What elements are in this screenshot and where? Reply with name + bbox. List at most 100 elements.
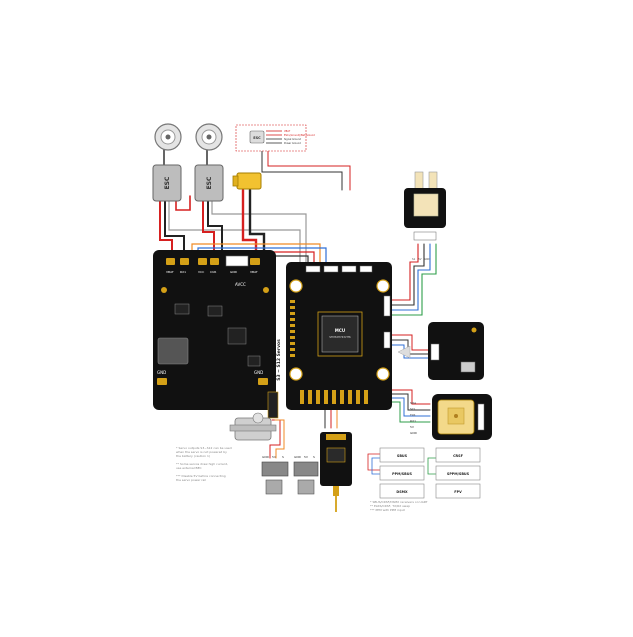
receiver-pin-label: 5V <box>272 455 277 459</box>
module-label: SPPM/SBUS <box>447 472 470 476</box>
fc-pin <box>316 390 320 404</box>
receiver-pin-label: GND <box>262 455 270 459</box>
power-board-pad-label-6: VBAT <box>250 270 258 274</box>
esc-right-body <box>194 164 224 202</box>
fc-hole <box>289 279 303 293</box>
wire-legend-text-1: VBAT <box>284 130 291 133</box>
note-line: the battery (caution 1) <box>176 454 211 458</box>
power-board-body <box>153 250 276 410</box>
wire-gps-black <box>391 393 431 411</box>
receiver-pin-label: S <box>282 455 284 459</box>
telemetry-board <box>428 322 484 380</box>
fc-hole <box>289 367 303 381</box>
wire-legend: ESC VBAT ESC-(Ground)/Bat-Ground Signal … <box>235 124 315 152</box>
power-board-chip <box>207 305 223 317</box>
note-line: use external BEC <box>176 466 202 470</box>
note-line: *** PPM with PPM input <box>370 508 405 512</box>
airspeed-sensor-chip <box>413 193 439 217</box>
gps-connector <box>477 403 485 431</box>
wire-airspeed-1 <box>391 243 419 301</box>
motor-right-hub <box>206 134 212 140</box>
wire-esc2-red <box>202 199 215 263</box>
fc-pad <box>290 318 295 321</box>
fc-mcu-part: STM32H743VIT6 <box>329 335 351 339</box>
power-board-chip <box>247 355 261 367</box>
servo-horn <box>252 412 264 424</box>
gps-pin-label: GND <box>410 431 418 435</box>
wire-esc1-black <box>164 199 185 263</box>
gps-pin-label: 5V <box>410 425 415 429</box>
receiver-connector-left <box>261 461 289 477</box>
telemetry-board-connector <box>430 343 440 361</box>
power-board-inductor <box>157 337 189 365</box>
gps-pin-label: SCL <box>410 407 416 411</box>
wire-loop-red <box>175 195 191 211</box>
power-board-gnd-right: GND <box>254 370 263 375</box>
wire-legend-black <box>261 145 343 191</box>
airspeed-tube <box>428 171 438 191</box>
gps-pin-label: SDA <box>410 401 417 405</box>
gps-module: SDA SCL TX1 RX1 5V GND <box>409 394 492 440</box>
wire-telem-1 <box>391 334 429 351</box>
note-line: * Servo outputs S3~S12 can be used <box>176 446 232 450</box>
pad <box>166 258 175 265</box>
fc-pin <box>324 390 328 404</box>
fc-pad <box>290 342 295 345</box>
esc-left-label: ESC <box>164 176 171 189</box>
pad <box>198 258 207 265</box>
receiver-module <box>320 432 352 512</box>
motor-left-hub <box>165 134 171 140</box>
module-box <box>379 483 425 499</box>
gps-pin-label: TX1 <box>409 413 416 417</box>
fc-connector <box>341 265 357 273</box>
module-label: FPV <box>454 490 462 494</box>
battery-connector <box>232 172 262 190</box>
note-line: ** ELRS/CRSF, TX/RX swap <box>370 504 410 508</box>
fc-left-pads <box>290 300 295 357</box>
motor-left <box>154 123 182 151</box>
airspeed-pin-label: 5V <box>418 257 422 261</box>
wire-gps-red <box>391 389 431 405</box>
power-board-pad-label-3: VCC <box>198 270 204 274</box>
module-box <box>435 465 481 481</box>
fc-bottom-header <box>300 390 368 404</box>
receiver-type-modules: SBUS CRSF PPM/SBUS SPPM/SBUS DSMX FPV <box>379 447 481 499</box>
fc-pin <box>332 390 336 404</box>
wire-legend-text-2: ESC-(Ground)/Bat-Ground <box>284 134 315 137</box>
wire-legend-esc-label: ESC <box>253 136 261 140</box>
airspeed-pin-label: S1 <box>412 257 416 261</box>
fc-pad <box>290 348 295 351</box>
power-board-gear-label: AVCC <box>235 282 246 287</box>
receiver-connectors: GND 5V S GND 5V S <box>261 455 319 495</box>
note-line: when the servo is not powered by <box>176 450 227 454</box>
power-board-pads <box>166 258 260 265</box>
power-board-pad-label-5: GND <box>230 270 238 274</box>
servo <box>229 412 277 441</box>
module-box <box>435 447 481 463</box>
receiver-connector-right <box>293 461 319 477</box>
wire-esc2-white <box>211 199 307 263</box>
fc-connector <box>383 331 391 349</box>
note-line: *** Disable 5V before connecting <box>176 474 226 478</box>
power-board-chip <box>227 327 247 345</box>
fc-pin <box>300 390 304 404</box>
fc-pin <box>356 390 360 404</box>
wire-module-c <box>427 457 437 475</box>
module-label: SBUS <box>397 454 408 458</box>
telemetry-board-hole <box>471 327 477 333</box>
servo-range-label: S3 ~ S12 Servos <box>276 339 282 381</box>
receiver-pin-label: 5V <box>304 455 309 459</box>
gps-antenna-feed <box>454 414 458 418</box>
pad <box>180 258 189 265</box>
fc-top-connectors <box>305 265 373 273</box>
wire-module-a <box>367 453 381 471</box>
fc-pin <box>340 390 344 404</box>
receiver-pin-label: GND <box>294 455 302 459</box>
servo-tab <box>229 424 277 432</box>
power-board-pad-bottom <box>258 378 268 385</box>
power-board-pad-bottom <box>157 378 167 385</box>
receiver-antenna-base <box>333 486 339 496</box>
power-board-servo-header <box>267 391 279 419</box>
receiver-cable-right <box>297 479 315 495</box>
